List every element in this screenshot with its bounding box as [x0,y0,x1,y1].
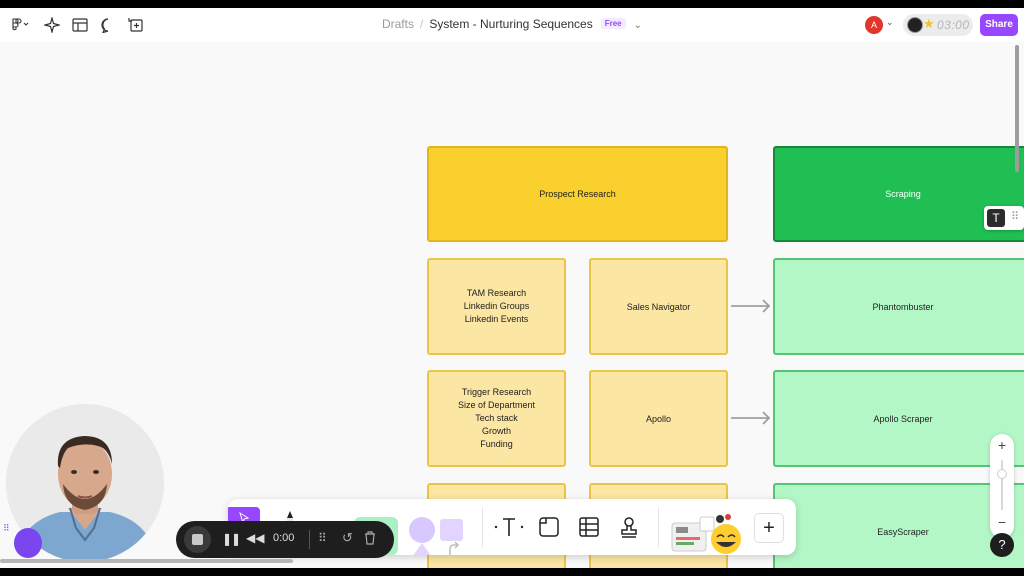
text-tool-button[interactable] [494,513,524,541]
recording-time: 0:00 [273,532,295,544]
card-line: Funding [480,439,513,449]
toolbar-divider [658,507,659,547]
avatar-badge [14,528,42,558]
text-tool-popover[interactable]: T ⠿ [984,206,1024,230]
stop-recording-button[interactable] [184,526,211,553]
card-scraping[interactable]: Scraping [773,146,1024,242]
add-button[interactable]: + [754,513,784,543]
card-easyscraper[interactable]: EasyScraper [773,483,1024,568]
drag-handle-icon[interactable]: ⠿ [1011,211,1020,223]
recording-divider [309,530,310,549]
card-tam-research[interactable]: TAM Research Linkedin Groups Linkedin Ev… [427,258,566,355]
avatar[interactable]: A [865,16,883,34]
breadcrumb-drafts[interactable]: Drafts [381,17,414,31]
rewind-icon[interactable]: ◀◀ [246,531,265,545]
timer-widget[interactable]: ★ 03:00 [903,14,973,36]
drag-grid-icon[interactable]: ⠿ [318,531,327,545]
card-line: Tech stack [475,413,518,423]
stamp-icon [621,517,637,538]
file-name[interactable]: System - Nurturing Sequences [429,17,593,31]
card-label: Prospect Research [539,189,616,199]
card-label: Scraping [885,189,921,199]
app-frame: Drafts / System - Nurturing Sequences Free ⌄… [0,8,1024,568]
card-line: Linkedin Events [464,314,529,324]
card-phantombuster[interactable]: Phantombuster [773,258,1024,355]
zoom-control[interactable]: + − [990,434,1014,538]
vertical-scrollbar[interactable] [1015,45,1019,172]
star-icon: ★ [923,16,935,31]
widgets-tool[interactable] [670,513,750,555]
section-tool-button[interactable] [534,513,564,541]
zoom-track[interactable] [1001,460,1003,510]
card-prospect-research[interactable]: Prospect Research [427,146,728,242]
chevron-down-icon[interactable]: ⌄ [633,20,643,31]
share-button[interactable]: Share [980,14,1018,36]
cursor-icon [239,512,250,524]
card-line: Trigger Research [461,387,532,397]
presenter-video [6,404,164,562]
card-label: Sales Navigator [626,301,691,312]
ai-sparkle-icon[interactable] [42,15,62,35]
pause-icon[interactable]: ❚❚ [222,532,241,546]
breadcrumb-separator: / [419,17,424,31]
card-label: Phantombuster [872,301,934,312]
card-line: Linkedin Groups [463,301,530,311]
shapes-tool[interactable] [408,517,472,555]
card-label: Apollo [645,413,672,424]
card-line: Growth [481,426,511,436]
text-icon[interactable]: T [987,209,1005,227]
card-label: EasyScraper [877,526,929,537]
zoom-out-button[interactable]: − [997,514,1007,530]
table-icon [579,517,599,537]
toolbar-divider [482,507,483,547]
table-tool-button[interactable] [574,513,604,541]
widgets-icon [671,514,741,554]
stamp-tool-button[interactable] [614,513,644,541]
card-line: Size of Department [457,400,536,410]
figma-menu-icon[interactable] [10,15,32,35]
horizontal-scrollbar[interactable] [0,559,293,563]
restart-icon[interactable]: ↺ [342,530,353,545]
recording-bar: ❚❚ ◀◀ 0:00 ⠿ ↺ [176,521,394,558]
top-bar: Drafts / System - Nurturing Sequences Free ⌄… [0,8,1024,43]
card-apollo[interactable]: Apollo [589,370,728,467]
webcam-overlay[interactable] [6,404,164,562]
plan-badge: Free [600,18,626,29]
arrow-right-icon [731,299,771,313]
bottom-toolbar: + [228,499,796,555]
help-button[interactable]: ? [990,533,1014,557]
comment-icon[interactable] [98,15,118,35]
breadcrumb: Drafts / System - Nurturing Sequences Free ⌄ [0,17,1024,31]
card-apollo-scraper[interactable]: Apollo Scraper [773,370,1024,467]
stop-icon [192,534,203,545]
arrow-right-icon [731,411,771,425]
canvas[interactable]: Prospect Research Scraping TAM Research … [0,42,1024,568]
add-frame-icon[interactable] [126,15,146,35]
chevron-down-icon[interactable]: ⌄ [886,17,894,27]
zoom-knob[interactable] [997,469,1007,479]
layout-icon[interactable] [70,15,90,35]
card-line: TAM Research [466,288,527,298]
zoom-in-button[interactable]: + [997,437,1007,453]
card-sales-navigator[interactable]: Sales Navigator [589,258,728,355]
record-dot-icon [907,17,923,33]
trash-icon[interactable] [364,531,376,550]
timer-text: 03:00 [937,18,970,32]
drag-handle-icon[interactable]: ⠿ [3,523,10,533]
card-label: Apollo Scraper [873,413,933,424]
section-icon [539,517,559,537]
shapes-icon [409,517,463,555]
text-icon [494,518,524,536]
card-trigger-research[interactable]: Trigger Research Size of Department Tech… [427,370,566,467]
